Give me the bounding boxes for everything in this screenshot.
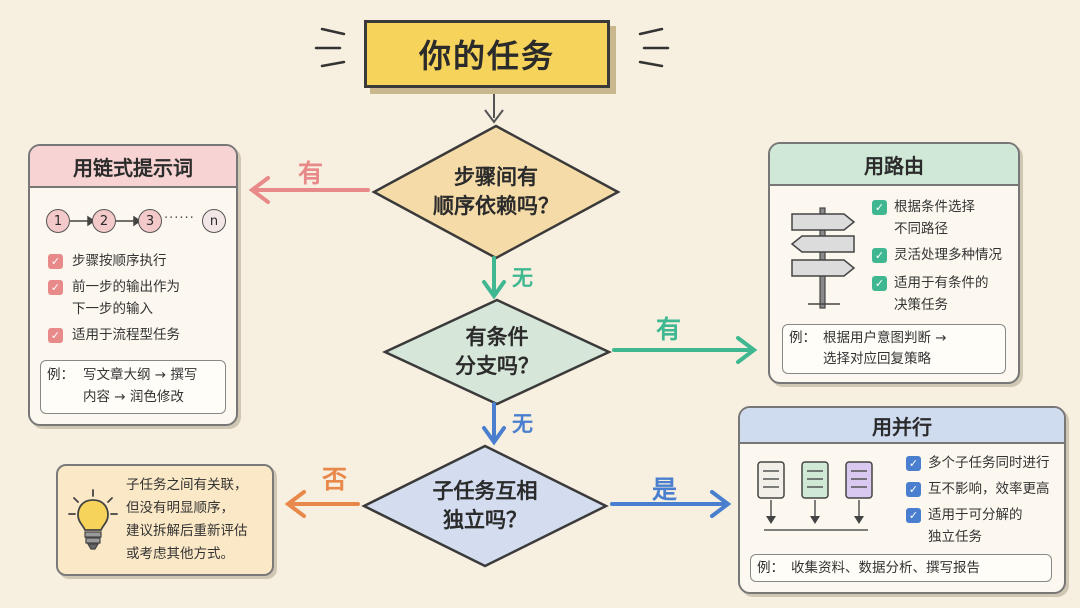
check-icon: ✓: [906, 508, 921, 523]
chain-panel-title: 用链式提示词: [73, 155, 193, 180]
arrow-d1-to-d2: [482, 256, 506, 300]
chain-bullet-3: 适用于流程型任务: [72, 327, 180, 343]
decision-independent-line2: 独立吗？: [443, 508, 527, 532]
note-text: 子任务之间有关联， 但没有明显顺序， 建议拆解后重新评估 或考虑其他方式。: [126, 474, 270, 566]
decision-branch-line1: 有条件: [465, 325, 529, 349]
parallel-bullet-3: 适用于可分解的: [928, 507, 1023, 523]
parallel-panel: 用并行 ✓ 多个子任务同时进行 ✓ 互不影响，效率更高 ✓ 适用于可分解的 独立…: [738, 406, 1066, 594]
note-line-4: 或考虑其他方式。: [126, 546, 234, 562]
task-title: 你的任务: [418, 37, 555, 75]
note-line-3: 建议拆解后重新评估: [126, 523, 248, 539]
note-box: 子任务之间有关联， 但没有明显顺序， 建议拆解后重新评估 或考虑其他方式。: [56, 464, 274, 576]
route-bullet-1: 根据条件选择: [894, 199, 975, 215]
edge-label-d1-yes: 有: [298, 159, 324, 188]
route-panel-header: 用路由: [770, 144, 1018, 186]
chain-bullet-2b: 下一步的输入: [72, 301, 153, 317]
parallel-bullet-1: 多个子任务同时进行: [928, 455, 1050, 471]
parallel-docs-icon: [757, 461, 873, 531]
chain-prompt-panel: 用链式提示词 1 2 3 ······ n ✓ 步骤按顺序执行 ✓ 前一步的输出…: [28, 144, 238, 426]
chain-bullet-2: 前一步的输出作为: [72, 279, 180, 295]
decision-branch-text: 有条件 分支吗？: [407, 323, 587, 381]
title-burst-marks: [314, 27, 670, 68]
chain-step-arrows: [70, 215, 142, 227]
routing-panel: 用路由 ✓ 根据条件选择 不同路径 ✓ 灵活处理多种情况 ✓ 适用于有条件的 决…: [768, 142, 1020, 384]
check-icon: ✓: [872, 276, 887, 291]
check-icon: ✓: [48, 280, 63, 295]
edge-label-d3-yes: 是: [652, 475, 678, 504]
chain-step-1: 1: [46, 209, 70, 233]
chain-example-line2: 内容 → 润色修改: [83, 389, 184, 405]
decision-sequence-text: 步骤间有 顺序依赖吗？: [394, 163, 598, 221]
check-icon: ✓: [872, 248, 887, 263]
parallel-panel-header: 用并行: [740, 408, 1064, 444]
arrow-d2-to-route: [612, 336, 758, 364]
edge-label-d2-no: 无: [512, 412, 533, 436]
route-example-key: 例：: [789, 330, 816, 346]
note-line-2: 但没有明显顺序，: [126, 500, 234, 516]
parallel-example-text: 收集资料、数据分析、撰写报告: [791, 560, 980, 576]
parallel-bullet-2: 互不影响，效率更高: [928, 481, 1050, 497]
task-title-box: 你的任务: [364, 20, 610, 88]
decision-branch-line2: 分支吗？: [455, 354, 539, 378]
route-bullet-3b: 决策任务: [894, 297, 948, 313]
check-icon: ✓: [48, 254, 63, 269]
note-line-1: 子任务之间有关联，: [126, 477, 248, 493]
parallel-example-key: 例：: [757, 560, 784, 576]
arrow-d1-to-chain: [248, 176, 370, 204]
check-icon: ✓: [906, 456, 921, 471]
decision-diamond-independent: [361, 444, 609, 568]
arrow-d3-to-note: [284, 490, 360, 518]
chain-step-2: 2: [92, 209, 116, 233]
chain-example-line1: 写文章大纲 → 撰写: [83, 367, 198, 383]
signpost-icon: [790, 207, 856, 309]
edge-label-d2-yes: 有: [656, 315, 682, 344]
route-bullet-3: 适用于有条件的: [894, 275, 989, 291]
route-panel-title: 用路由: [864, 153, 924, 178]
chain-bullet-1: 步骤按顺序执行: [72, 253, 167, 269]
decision-sequence-line1: 步骤间有: [454, 165, 538, 189]
route-example-box: 例： 根据用户意图判断 → 选择对应回复策略: [782, 324, 1006, 374]
chain-example-box: 例： 写文章大纲 → 撰写 内容 → 润色修改: [40, 360, 226, 414]
edge-label-d1-no: 无: [512, 266, 533, 290]
parallel-example-box: 例： 收集资料、数据分析、撰写报告: [750, 554, 1052, 582]
arrow-title-to-d1: [484, 86, 504, 124]
check-icon: ✓: [906, 482, 921, 497]
check-icon: ✓: [872, 200, 887, 215]
chain-step-ellipsis: ······: [164, 211, 195, 226]
decision-sequence-line2: 顺序依赖吗？: [433, 194, 559, 218]
decision-independent-line1: 子任务互相: [432, 479, 538, 503]
chain-step-3: 3: [138, 209, 162, 233]
parallel-bullet-3b: 独立任务: [928, 529, 982, 545]
arrow-d2-to-d3: [482, 402, 506, 446]
chain-step-n: n: [202, 209, 226, 233]
route-example-line2: 选择对应回复策略: [823, 351, 931, 367]
edge-label-d3-no: 否: [322, 465, 348, 494]
chain-example-key: 例：: [47, 367, 74, 383]
lightbulb-icon: [68, 489, 118, 550]
check-icon: ✓: [48, 328, 63, 343]
route-example-line1: 根据用户意图判断 →: [823, 330, 947, 346]
chain-panel-header: 用链式提示词: [30, 146, 236, 188]
arrow-d3-to-parallel: [610, 490, 732, 518]
route-bullet-2: 灵活处理多种情况: [894, 247, 1002, 263]
decision-independent-text: 子任务互相 独立吗？: [385, 477, 585, 535]
parallel-panel-title: 用并行: [872, 414, 932, 439]
route-bullet-1b: 不同路径: [894, 221, 948, 237]
decision-diamond-branch: [382, 298, 612, 406]
